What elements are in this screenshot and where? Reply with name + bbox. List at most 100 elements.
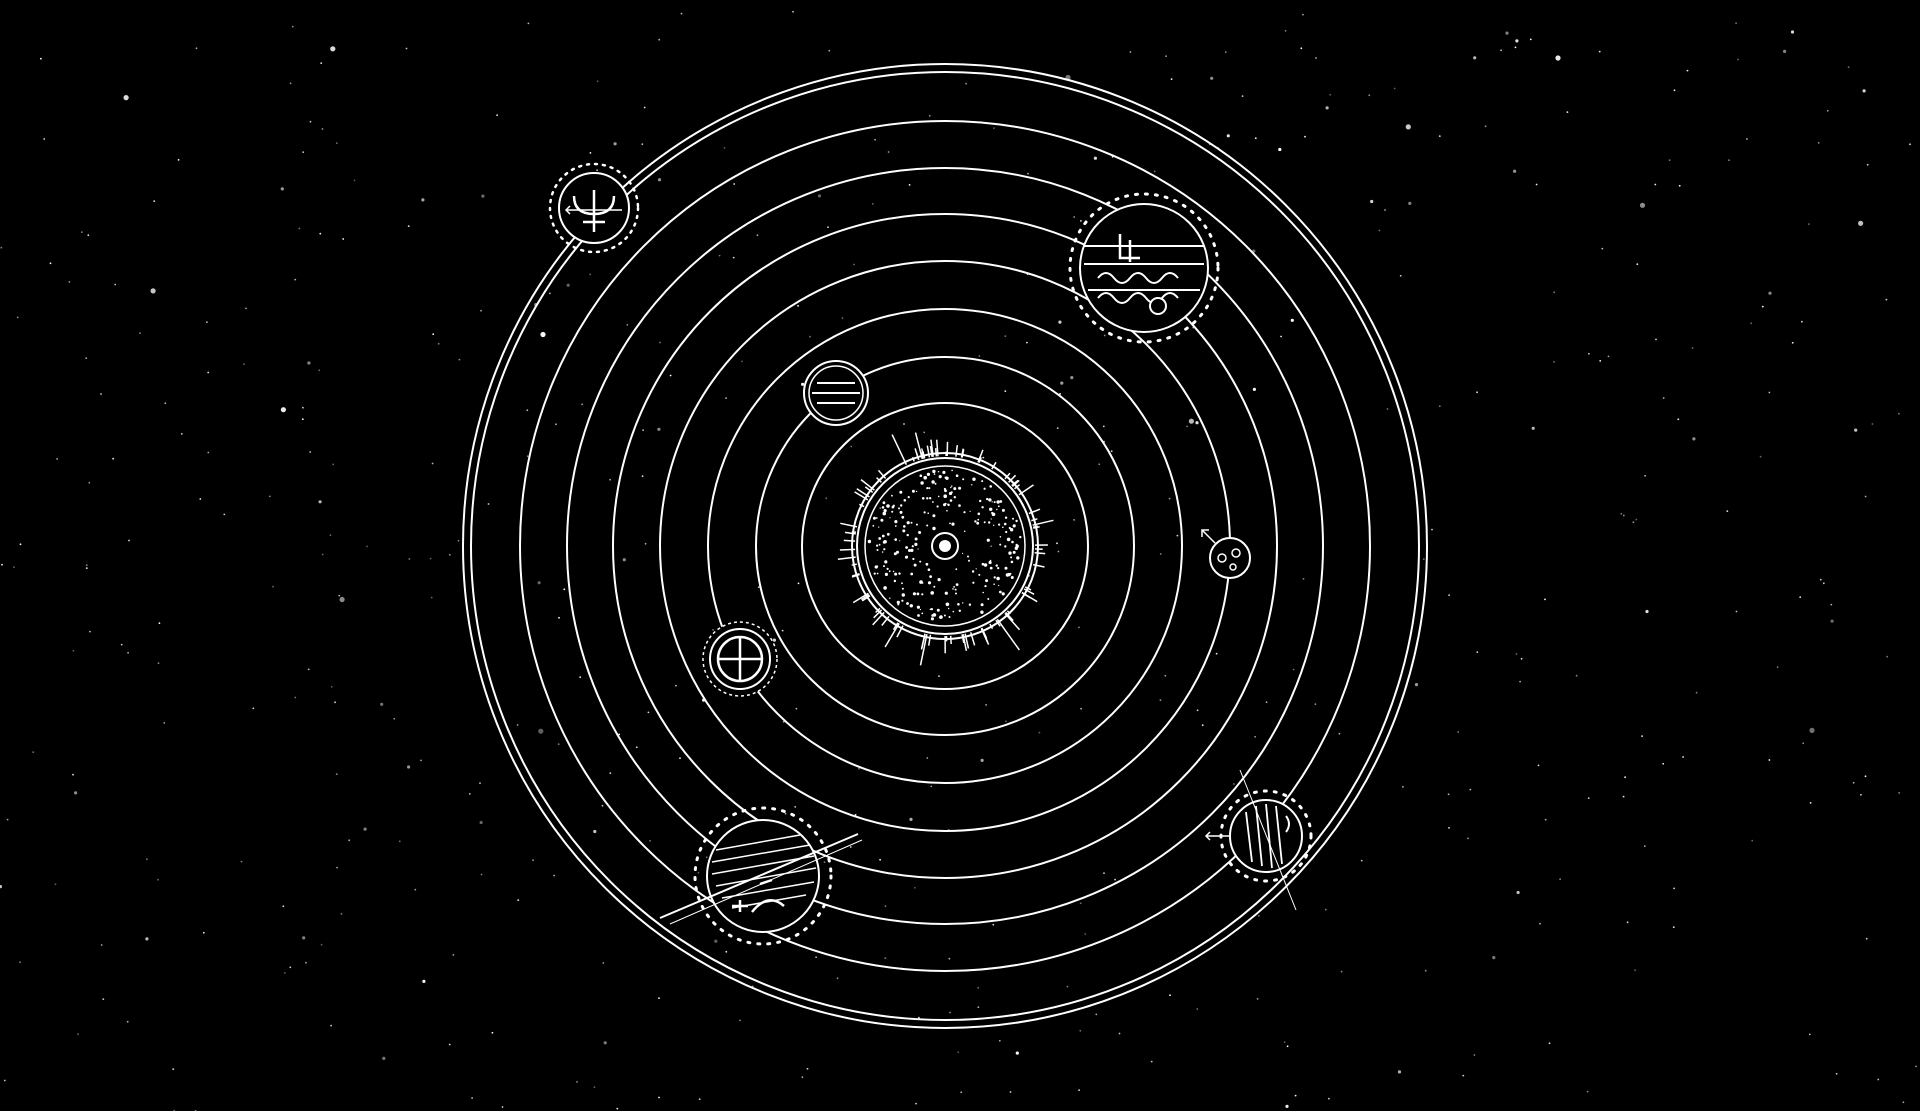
sun-speck — [906, 521, 910, 525]
star — [526, 455, 529, 458]
star — [1601, 247, 1604, 250]
sun-speck — [927, 512, 929, 514]
star — [479, 820, 483, 825]
star — [1553, 291, 1556, 294]
star — [1877, 1078, 1880, 1081]
sun-ray — [844, 540, 855, 541]
orbit-2 — [802, 403, 1088, 689]
star — [658, 1096, 660, 1099]
star — [965, 82, 967, 85]
star — [657, 427, 661, 431]
star — [1226, 134, 1230, 138]
sun-speck — [921, 497, 925, 500]
star — [1467, 837, 1469, 840]
star — [1598, 50, 1601, 53]
star — [918, 1016, 920, 1019]
star — [635, 746, 638, 749]
star — [603, 1041, 607, 1045]
star — [1422, 558, 1425, 560]
star — [1057, 550, 1060, 553]
star — [1626, 921, 1629, 924]
sun-speck — [944, 502, 947, 505]
star — [1368, 94, 1371, 97]
sun-speck — [921, 593, 924, 596]
star — [874, 138, 876, 141]
star — [1073, 519, 1075, 521]
star — [644, 542, 647, 545]
star — [1866, 163, 1869, 166]
sun-speck — [910, 548, 914, 553]
star — [320, 943, 323, 946]
star — [1196, 709, 1199, 712]
star — [407, 225, 410, 228]
sun-speck — [921, 582, 924, 584]
star — [1360, 859, 1363, 862]
star — [1165, 55, 1167, 58]
star — [1256, 998, 1259, 1000]
sun-speck — [951, 469, 953, 472]
star — [1886, 655, 1889, 658]
star — [563, 588, 566, 591]
star — [1170, 78, 1173, 80]
sun-speck — [996, 576, 1000, 581]
star — [1768, 291, 1772, 295]
sun-ray — [990, 624, 993, 629]
star — [1159, 553, 1162, 555]
sun-speck — [901, 593, 905, 597]
star — [579, 676, 582, 679]
star — [797, 582, 800, 585]
star — [1393, 87, 1396, 90]
sun-speck — [879, 507, 881, 509]
star — [1168, 497, 1171, 500]
star — [339, 596, 345, 603]
star — [1004, 335, 1007, 337]
star — [723, 147, 726, 149]
star — [928, 114, 931, 117]
star — [960, 1091, 963, 1094]
star — [1078, 626, 1080, 629]
star — [1791, 341, 1794, 344]
sun-ray — [1022, 593, 1037, 602]
sun-ray — [876, 608, 880, 612]
sun-speck — [878, 543, 881, 546]
star — [1114, 878, 1116, 881]
sun-ray — [857, 489, 870, 497]
sun-ray — [882, 616, 889, 625]
star — [72, 649, 75, 652]
sun-ray — [996, 620, 1000, 626]
sun-speck — [953, 586, 955, 588]
sun-speck — [944, 489, 947, 493]
star — [429, 557, 432, 560]
sun-speck — [981, 562, 985, 566]
star — [1073, 216, 1076, 218]
star — [992, 923, 995, 926]
sun-speck — [993, 501, 996, 504]
sun-speck — [878, 526, 880, 528]
sun-speck — [1012, 524, 1016, 528]
orbit-10 — [463, 64, 1427, 1028]
star — [501, 1106, 504, 1108]
sun-speck — [901, 599, 904, 602]
star — [1159, 699, 1162, 702]
star — [1858, 220, 1864, 226]
sun-ray — [963, 634, 966, 651]
star — [1292, 668, 1295, 671]
sun-speck — [936, 608, 940, 612]
star — [13, 566, 15, 569]
star — [309, 451, 312, 453]
star — [609, 478, 611, 481]
star — [487, 503, 490, 505]
star — [1750, 322, 1753, 325]
star — [712, 629, 714, 631]
sun-speck — [946, 509, 948, 512]
sun-speck — [909, 604, 913, 608]
sun-speck — [991, 501, 993, 503]
sun-speck — [988, 498, 992, 502]
sun-speck — [894, 538, 897, 541]
sun-ray — [962, 449, 964, 457]
star — [1476, 391, 1478, 394]
sun-ray — [1033, 520, 1054, 525]
star — [1686, 69, 1689, 72]
sun-speck — [893, 579, 897, 583]
star — [566, 283, 570, 287]
